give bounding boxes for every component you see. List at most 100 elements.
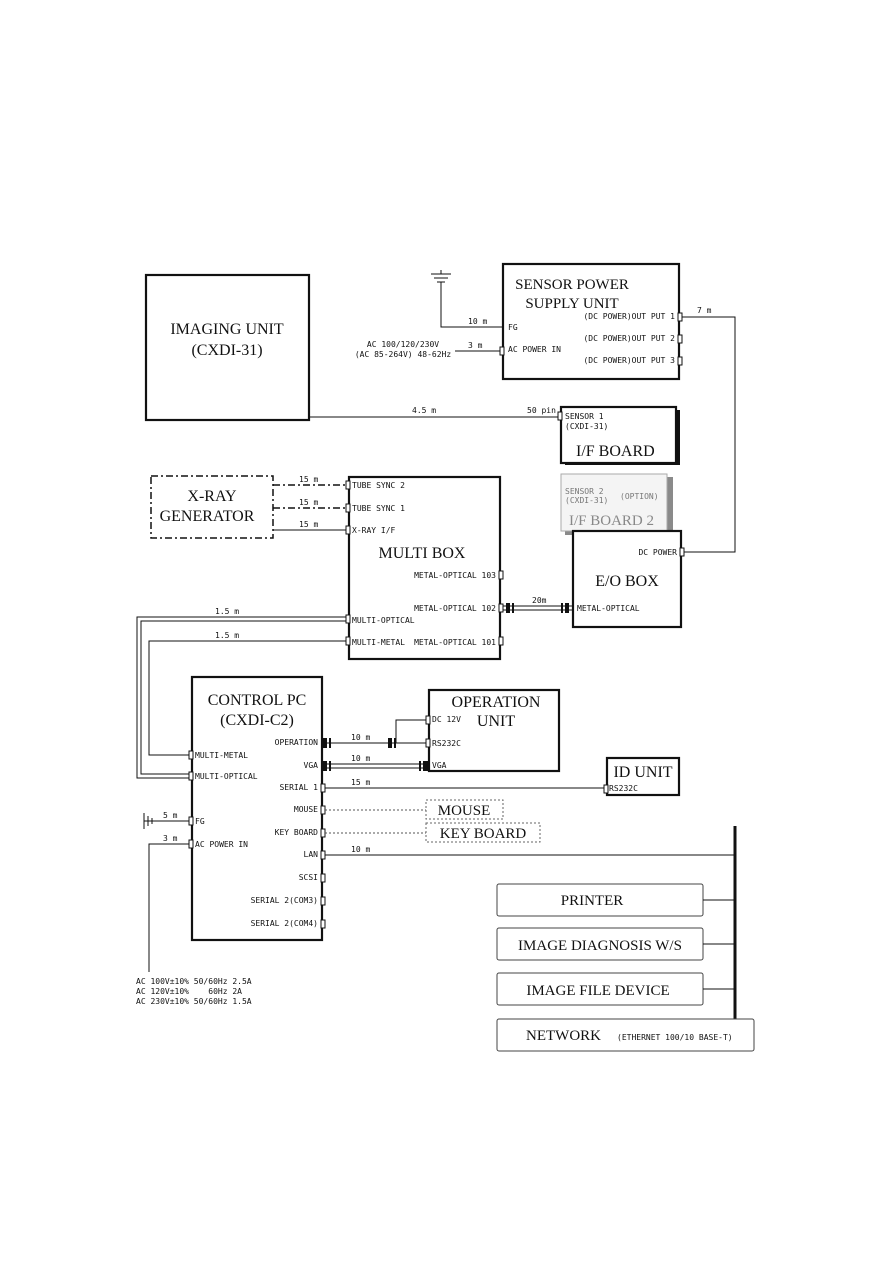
id-unit-box	[605, 756, 681, 797]
sensor-power-supply-box	[501, 262, 681, 381]
imaging-unit-label: IMAGING UNIT	[170, 321, 284, 338]
eo-dc-power-port	[679, 547, 685, 557]
tube-sync1-port-label: TUBE SYNC 1	[352, 504, 405, 513]
psu-ac-port-label: AC POWER IN	[508, 345, 561, 354]
lan-cable-length: 10 m	[351, 845, 370, 854]
sensor1-port	[557, 411, 563, 421]
mouse-box	[425, 799, 504, 820]
multi-optical-cable	[136, 616, 346, 779]
pc-scsi-label: SCSI	[299, 873, 318, 882]
sensor-power-label-1: SENSOR POWER	[515, 277, 629, 293]
op-rs232c-port	[425, 738, 431, 748]
vga-cable-length: 10 m	[351, 754, 370, 763]
sensor-cable-length: 4.5 m	[412, 406, 436, 415]
pc-vga-label: VGA	[304, 761, 319, 770]
xray-if-length: 15 m	[299, 520, 318, 529]
eo-metal-optical-label: METAL-OPTICAL	[577, 604, 640, 613]
multi-metal-port	[345, 636, 351, 646]
mo101-port-label: METAL-OPTICAL 101	[414, 638, 496, 647]
pc-ac-label: AC POWER IN	[195, 840, 248, 849]
printer-label: PRINTER	[561, 893, 624, 909]
multi-box-label: MULTI BOX	[379, 545, 466, 562]
operation-unit-label-2: UNIT	[477, 713, 515, 730]
id-rs232c-label: RS232C	[609, 784, 638, 793]
pc-fg-cable-length: 5 m	[163, 811, 178, 820]
tube-sync1-port	[345, 503, 351, 513]
psu-out1-label: (DC POWER)OUT PUT 1	[583, 312, 675, 321]
network-note: (ETHERNET 100/10 BASE-T)	[617, 1033, 733, 1042]
pc-power-spec-1: AC 100V±10% 50/60Hz 2.5A	[136, 977, 252, 986]
network-box	[496, 1018, 755, 1052]
sensor1-port-model: (CXDI-31)	[565, 422, 608, 431]
eo-box	[571, 529, 683, 629]
pc-multi-metal-label: MULTI-METAL	[195, 751, 248, 760]
ground-icon-psu	[431, 270, 451, 283]
sensor2-option-label: (OPTION)	[620, 492, 659, 501]
keyboard-box	[425, 822, 541, 843]
psu-power-spec-1: AC 100/120/230V	[367, 340, 439, 349]
psu-ac-cable-length: 3 m	[468, 341, 483, 350]
sensor2-port-label: SENSOR 2	[565, 487, 604, 496]
multi-box	[347, 475, 502, 661]
multi-optical-port	[345, 614, 351, 624]
vga-cable	[322, 761, 429, 771]
xray-generator-label-1: X-RAY	[187, 488, 237, 505]
eo-dc-power-label: DC POWER	[638, 548, 677, 557]
multi-metal-cable-length: 1.5 m	[215, 631, 239, 640]
tube-sync2-port	[345, 480, 351, 490]
serial1-cable-length: 15 m	[351, 778, 370, 787]
network-label: NETWORK	[526, 1028, 601, 1044]
imaging-unit-box	[144, 273, 311, 422]
psu-fg-cable-length: 10 m	[468, 317, 487, 326]
if-board2-label: I/F BOARD 2	[569, 513, 654, 529]
diagnosis-ws-label: IMAGE DIAGNOSIS W/S	[518, 938, 682, 954]
operation-unit-box	[427, 688, 561, 773]
xray-generator-box	[150, 475, 274, 539]
mo102-port-label: METAL-OPTICAL 102	[414, 604, 496, 613]
pc-com3-label: SERIAL 2(COM3)	[251, 896, 318, 905]
pc-power-spec-3: AC 230V±10% 50/60Hz 1.5A	[136, 997, 252, 1006]
psu-fg-cable	[440, 282, 503, 328]
mo103-port	[498, 570, 504, 580]
pc-fg-label: FG	[195, 817, 205, 826]
tube-sync2-port-label: TUBE SYNC 2	[352, 481, 405, 490]
imaging-unit-model: (CXDI-31)	[191, 342, 262, 359]
eo-cable-length: 20m	[532, 596, 547, 605]
dc-power-cable-length: 7 m	[697, 306, 712, 315]
sensor-power-label-2: SUPPLY UNIT	[525, 296, 618, 312]
pc-keyboard-label: KEY BOARD	[275, 828, 319, 837]
pc-serial1-label: SERIAL 1	[279, 783, 318, 792]
psu-out2-label: (DC POWER)OUT PUT 2	[583, 334, 675, 343]
operation-cable	[322, 719, 426, 748]
op-dc12v-port	[425, 715, 431, 725]
sensor1-port-label: SENSOR 1	[565, 412, 604, 421]
mo101-port	[498, 636, 504, 646]
pc-operation-label: OPERATION	[275, 738, 319, 747]
op-rs232c-label: RS232C	[432, 739, 461, 748]
control-pc-label: CONTROL PC	[208, 692, 307, 709]
psu-out3-label: (DC POWER)OUT PUT 3	[583, 356, 675, 365]
control-pc-box	[190, 675, 324, 942]
psu-power-spec-2: (AC 85-264V) 48-62Hz	[355, 350, 452, 359]
multi-optical-cable-length: 1.5 m	[215, 607, 239, 616]
if-board-box	[559, 405, 678, 465]
eo-box-label: E/O BOX	[595, 573, 659, 590]
keyboard-label: KEY BOARD	[440, 826, 527, 842]
file-device-label: IMAGE FILE DEVICE	[526, 983, 669, 999]
psu-out3-port	[677, 356, 683, 366]
operation-cable-length: 10 m	[351, 733, 370, 742]
xray-if-port	[345, 525, 351, 535]
pc-ac-cable	[148, 843, 189, 972]
sensor2-port-model: (CXDI-31)	[565, 496, 608, 505]
op-dc12v-label: DC 12V	[432, 715, 461, 724]
pc-power-spec-2: AC 120V±10% 60Hz 2A	[136, 987, 242, 996]
sensor-cable-pins: 50 pin	[527, 406, 556, 415]
control-pc-model: (CXDI-C2)	[220, 712, 294, 729]
pc-mouse-label: MOUSE	[294, 805, 318, 814]
id-unit-label: ID UNIT	[613, 764, 672, 781]
mo103-port-label: METAL-OPTICAL 103	[414, 571, 496, 580]
tube-sync2-length: 15 m	[299, 475, 318, 484]
multi-metal-cable	[148, 640, 346, 756]
pc-com4-label: SERIAL 2(COM4)	[251, 919, 318, 928]
psu-fg-port-label: FG	[508, 323, 518, 332]
